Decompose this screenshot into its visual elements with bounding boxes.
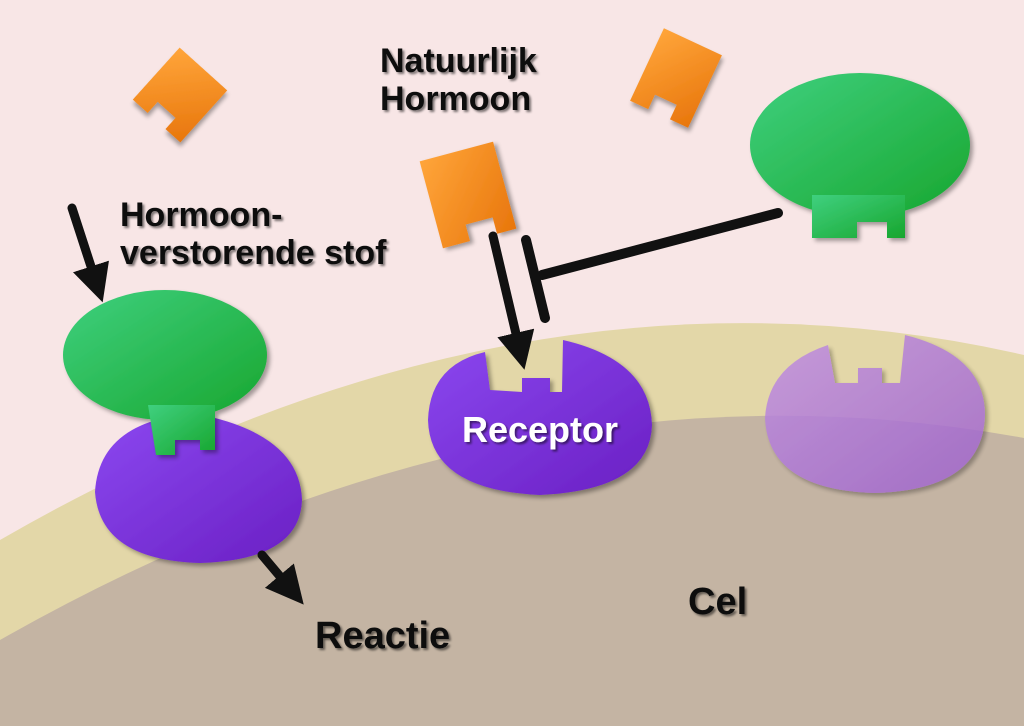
label-reaction: Reactie bbox=[315, 615, 450, 657]
hormone-binding-arrow bbox=[488, 231, 535, 370]
reaction-arrow bbox=[257, 550, 304, 605]
label-cell: Cel bbox=[688, 581, 747, 623]
receptor-bound-by-disruptor bbox=[95, 418, 302, 563]
cell-cytoplasm bbox=[0, 415, 1024, 726]
label-natural-hormone-line2: Hormoon bbox=[380, 80, 531, 118]
receptor-unbound-right bbox=[765, 335, 985, 493]
receptor-center bbox=[428, 340, 652, 495]
disruptor-molecule-free bbox=[750, 73, 970, 238]
label-natural-hormone-line1: Natuurlijk bbox=[380, 42, 537, 80]
inhibition-line bbox=[521, 208, 783, 323]
hormone-molecule-approaching bbox=[419, 141, 517, 249]
label-receptor: Receptor bbox=[462, 409, 618, 450]
label-disruptor-line1: Hormoon- bbox=[120, 196, 282, 234]
disruptor-binding-arrow bbox=[67, 203, 109, 303]
disruptor-molecule-bound bbox=[63, 290, 267, 455]
hormone-molecule-floating-left bbox=[132, 47, 228, 143]
hormone-molecule-floating-right bbox=[630, 28, 722, 128]
label-disruptor-line2: verstorende stof bbox=[120, 234, 387, 272]
